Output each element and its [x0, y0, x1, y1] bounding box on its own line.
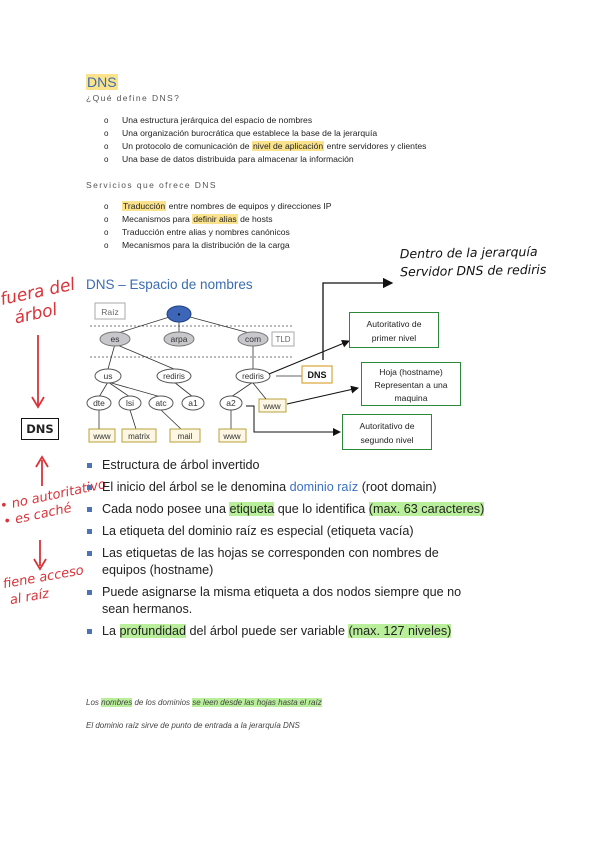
- callout-segundo-nivel: Autoritativo de segundo nivel: [342, 414, 432, 450]
- node-a1-label: a1: [188, 398, 198, 408]
- footnote-raiz: El dominio raíz sirve de punto de entrad…: [86, 721, 300, 730]
- callout-line: Autoritativo de: [366, 319, 422, 329]
- callout-line: segundo nivel: [360, 435, 414, 445]
- black-arrow-jerarquia: [322, 277, 394, 360]
- list-item: Estructura de árbol invertido: [86, 457, 486, 474]
- tld-label: TLD: [275, 335, 290, 344]
- leaf-matrix: [121, 428, 157, 443]
- node-es: [99, 331, 131, 347]
- raiz-label: Raíz: [101, 307, 118, 317]
- node-rediris-label: rediris: [163, 372, 185, 381]
- node-com-label: com: [245, 334, 261, 344]
- leaf-matrix-label: matrix: [128, 432, 150, 441]
- edge-rediris-www: [252, 382, 267, 400]
- leaf-www-label: www: [92, 432, 111, 441]
- list-item: Traducción entre nombres de equipos y di…: [104, 200, 332, 213]
- node-atc: [148, 395, 174, 411]
- leaf-mail: [169, 428, 201, 443]
- footnote-nombres: Los nombres de los dominios se leen desd…: [86, 698, 322, 707]
- node-com: [237, 331, 269, 347]
- node-us-label: us: [104, 371, 113, 381]
- red-arrowhead: [31, 396, 45, 409]
- callout-line: primer nivel: [371, 333, 417, 343]
- list-item: El inicio del árbol se le denomina domin…: [86, 479, 486, 496]
- callout-hoja: Hoja (hostname) Representan a una maquin…: [361, 362, 461, 406]
- node-a2-label: a2: [226, 398, 236, 408]
- list-item: Una estructura jerárquica del espacio de…: [104, 114, 426, 127]
- dns-server-label: DNS: [307, 370, 326, 380]
- node-rediris-com-label: rediris: [242, 372, 264, 381]
- callout-line: Hoja (hostname): [379, 367, 443, 377]
- list-item: Mecanismos para definir alias de hosts: [104, 213, 332, 226]
- features-list: Estructura de árbol invertido El inicio …: [86, 457, 486, 645]
- callout-line: Representan a una: [374, 380, 448, 390]
- list-item: Traducción entre alias y nombres canónic…: [104, 226, 332, 239]
- node-dte: [86, 395, 112, 411]
- leaf-www-a2: [218, 428, 247, 443]
- node-a2: [219, 395, 243, 411]
- node-arpa-label: arpa: [170, 334, 187, 344]
- services-heading: Servicios que ofrece DNS: [86, 180, 217, 190]
- list-item: La profundidad del árbol puede ser varia…: [86, 623, 486, 640]
- arrow-primer-nivel: [268, 339, 350, 375]
- root-node: [166, 305, 192, 323]
- root-dot: •: [178, 310, 181, 319]
- node-lsi: [118, 395, 142, 411]
- list-item: Cada nodo posee una etiqueta que lo iden…: [86, 501, 486, 518]
- node-dte-label: dte: [93, 398, 105, 408]
- leaf-www-a2-label: www: [222, 432, 241, 441]
- callout-primer-nivel: Autoritativo de primer nivel: [349, 312, 439, 348]
- dns-box: DNS: [21, 418, 59, 440]
- callout-line: Autoritativo de: [359, 421, 415, 431]
- leaf-www-rediris: [258, 398, 287, 413]
- page-title: DNS: [86, 74, 118, 90]
- raiz-box: [94, 302, 126, 320]
- define-list: Una estructura jerárquica del espacio de…: [104, 114, 426, 166]
- list-item: Mecanismos para la distribución de la ca…: [104, 239, 332, 252]
- section-title: DNS – Espacio de nombres: [86, 277, 253, 292]
- node-rediris: [156, 368, 192, 384]
- list-item: La etiqueta del dominio raíz es especial…: [86, 523, 486, 540]
- list-item: Puede asignarse la misma etiqueta a dos …: [86, 584, 486, 618]
- tld-box: [271, 331, 295, 347]
- define-heading: ¿Qué define DNS?: [86, 93, 181, 103]
- list-item: Un protocolo de comunicación de nivel de…: [104, 140, 426, 153]
- services-list: Traducción entre nombres de equipos y di…: [104, 200, 332, 252]
- list-item: Una base de datos distribuida para almac…: [104, 153, 426, 166]
- callout-line: maquina: [394, 393, 428, 403]
- list-item: Una organización burocrática que estable…: [104, 127, 426, 140]
- leaf-mail-label: mail: [178, 432, 193, 441]
- arrow-segundo-nivel: [246, 405, 341, 436]
- namespace-diagram: Raíz • es arpa com TLD us rediris rediri…: [86, 302, 359, 443]
- node-us: [94, 368, 122, 384]
- node-lsi-label: lsi: [126, 398, 134, 408]
- list-item: Las etiquetas de las hojas se correspond…: [86, 545, 486, 579]
- dns-server-box: [301, 365, 333, 384]
- leaf-www-rediris-label: www: [262, 402, 281, 411]
- arrow-hoja: [286, 385, 359, 405]
- red-arrowhead: [33, 558, 47, 571]
- node-es-label: es: [111, 334, 120, 344]
- node-arpa: [163, 331, 195, 347]
- node-atc-label: atc: [155, 398, 167, 408]
- leaf-www: [88, 428, 116, 443]
- node-a1: [181, 395, 205, 411]
- red-arrowhead: [35, 455, 49, 468]
